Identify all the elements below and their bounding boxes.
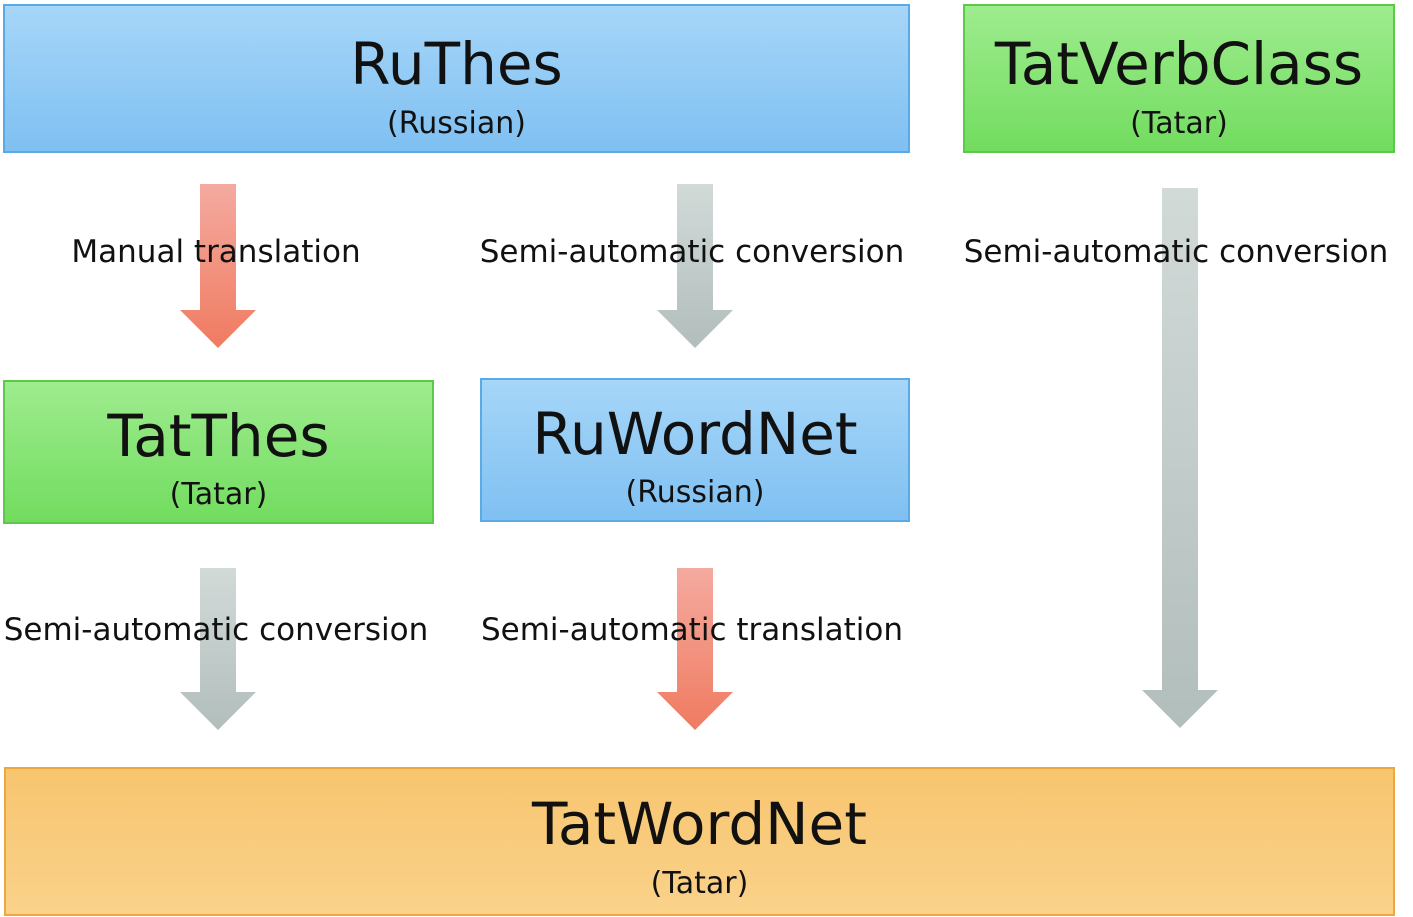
node-tatverbclass-name: TatVerbClass — [994, 30, 1364, 98]
node-tatwordnet-name: TatWordNet — [531, 790, 867, 858]
arrow-ruthes-to-ruwordnet — [657, 184, 733, 348]
edge-label-manual-translation: Manual translation — [71, 234, 361, 270]
arrow-ruwordnet-to-tatwordnet — [657, 568, 733, 730]
node-ruwordnet-name: RuWordNet — [532, 400, 858, 468]
node-tatverbclass: TatVerbClass (Tatar) — [963, 4, 1395, 153]
edge-label-ruwordnet-tatwordnet: Semi-automatic translation — [480, 612, 904, 648]
node-ruthes-name: RuThes — [350, 30, 563, 98]
edge-label-tatverbclass-tatwordnet: Semi-automatic conversion — [963, 234, 1389, 270]
node-ruwordnet: RuWordNet (Russian) — [480, 378, 910, 522]
node-tatthes-lang: (Tatar) — [169, 477, 268, 512]
arrow-ruthes-to-tatthes — [180, 184, 256, 348]
arrow-tatverbclass-to-tatwordnet — [1142, 188, 1218, 728]
edge-label-ruthes-ruwordnet: Semi-automatic conversion — [479, 234, 905, 270]
node-tatwordnet: TatWordNet (Tatar) — [4, 767, 1395, 916]
node-ruthes: RuThes (Russian) — [3, 4, 910, 153]
node-tatthes-name: TatThes — [107, 402, 330, 470]
node-tatverbclass-lang: (Tatar) — [1130, 106, 1228, 141]
node-ruwordnet-lang: (Russian) — [625, 475, 765, 510]
node-ruthes-lang: (Russian) — [387, 106, 526, 141]
arrow-tatthes-to-tatwordnet — [180, 568, 256, 730]
edge-label-tatthes-tatwordnet: Semi-automatic conversion — [3, 612, 429, 648]
node-tatthes: TatThes (Tatar) — [3, 380, 434, 524]
node-tatwordnet-lang: (Tatar) — [650, 866, 749, 901]
